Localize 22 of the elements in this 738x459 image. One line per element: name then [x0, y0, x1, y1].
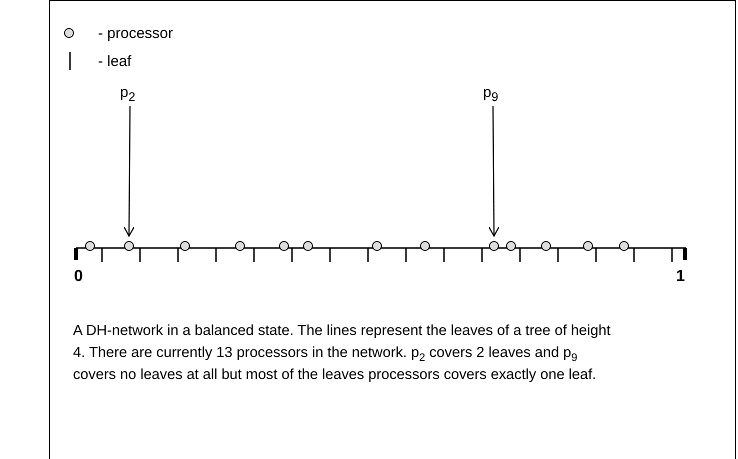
processor-circle — [235, 241, 245, 251]
legend-text: - leaf — [98, 53, 132, 70]
processor-circle — [372, 241, 382, 251]
legend-text: - processor — [98, 25, 174, 42]
processor-circle — [541, 241, 551, 251]
interval-end-label: 0 — [74, 268, 83, 286]
interval-end-label: 1 — [676, 268, 685, 286]
processor-circle — [619, 241, 629, 251]
processor-circle — [420, 241, 430, 251]
processor-circle — [489, 241, 499, 251]
processor-circle — [506, 241, 516, 251]
caption: A DH-network in a balanced state. The lines represent the leaves of a tree of height 4. There are currently 13 processors in the network. p$_{2}$ covers 2 leaves and p$_{9}$ covers no leaves at all but most of the leaves processors covers exactly one leaf. — [73, 322, 612, 385]
processor-circle — [85, 241, 95, 251]
processor-circle — [303, 241, 313, 251]
processor-circle — [180, 241, 190, 251]
processor-circle — [583, 241, 593, 251]
processor-label: p$_{2}$ — [120, 84, 136, 104]
processor-label: p$_{9}$ — [483, 84, 498, 104]
processor-circle — [124, 241, 134, 251]
arrow — [488, 106, 500, 237]
processor-circle — [279, 241, 289, 251]
arrow — [123, 106, 135, 237]
